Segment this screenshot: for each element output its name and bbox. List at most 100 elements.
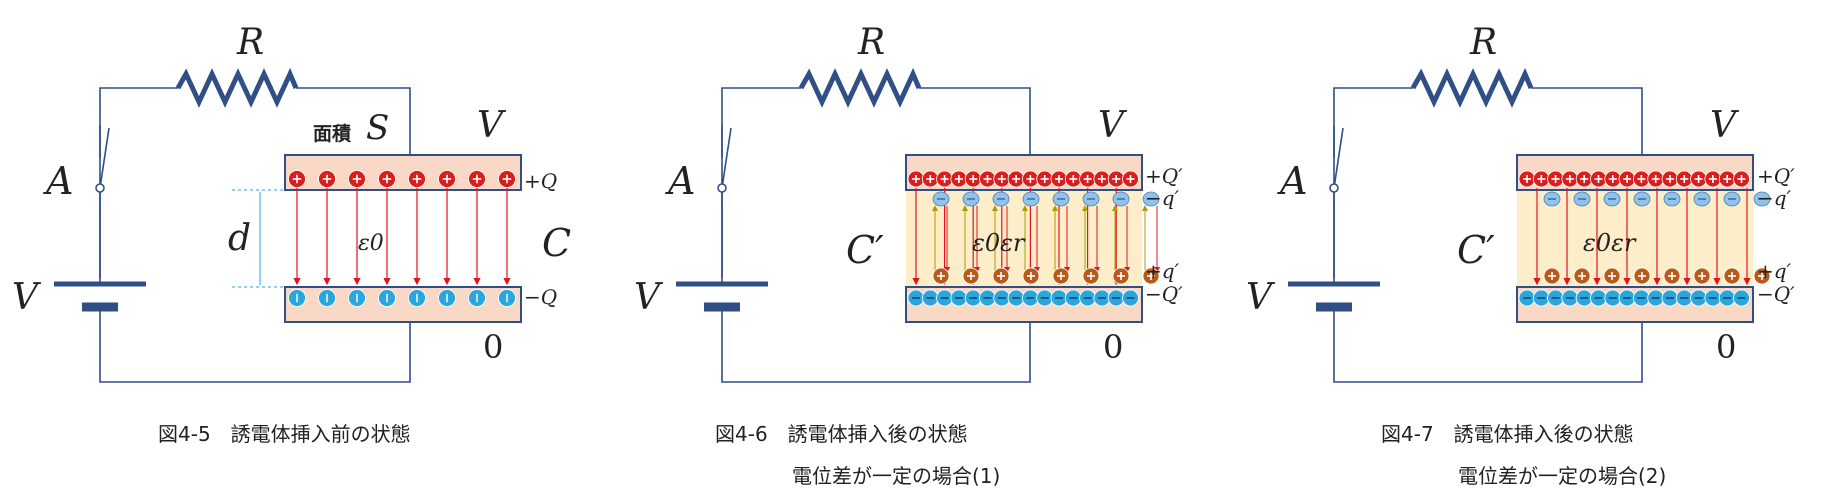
positive-charge <box>1561 170 1579 188</box>
switch-label: A <box>1277 159 1307 203</box>
negative-charge <box>1122 289 1139 307</box>
positive-charge <box>288 170 306 188</box>
positive-charge <box>1093 170 1111 188</box>
bottom-potential-label: 0 <box>1716 328 1736 366</box>
negative-charge <box>921 289 939 307</box>
positive-charge <box>1518 170 1536 188</box>
induced-positive-charge <box>1573 267 1591 285</box>
induced-positive-charge <box>1543 267 1561 285</box>
figure-4-7: R A V V +Q′ −q′ ε0εr C′ +q′ −Q′ 0 図4-7 誘… <box>1246 22 1795 488</box>
induced-positive-charge <box>992 267 1010 285</box>
negative-charge <box>1590 289 1607 307</box>
resistor <box>1410 67 1534 108</box>
switch[interactable] <box>717 127 732 218</box>
negative-charge <box>1532 289 1550 307</box>
induced-positive-charge <box>1052 267 1070 285</box>
induced-positive-charge <box>1603 267 1621 285</box>
negative-charge <box>993 289 1011 307</box>
positive-charge <box>950 170 968 188</box>
negative-charge <box>1107 289 1125 307</box>
negative-charge <box>1036 289 1054 307</box>
negative-charge <box>1718 289 1736 307</box>
positive-charge <box>498 170 516 188</box>
switch-label: A <box>665 159 695 203</box>
negative-charge <box>1561 289 1579 307</box>
negative-charge <box>1575 289 1593 307</box>
negative-charge <box>498 289 516 307</box>
caption-line-2: 電位差が一定の場合(2) <box>1458 464 1666 488</box>
capacitor <box>905 154 1160 323</box>
switch[interactable] <box>1329 127 1344 218</box>
figure-4-5: R A V 面積 S V +Q d ε0 C −Q 0 図4-5 誘電体挿入前の… <box>12 22 571 446</box>
negative-charge <box>907 289 925 307</box>
negative-charge <box>979 289 996 307</box>
battery <box>676 218 768 312</box>
top-induced-label: −q′ <box>1757 186 1792 210</box>
battery-label: V <box>1246 277 1276 318</box>
positive-charge <box>1661 170 1679 188</box>
battery-label: V <box>634 277 664 318</box>
gap-label: d <box>228 218 251 259</box>
positive-charge <box>1633 170 1650 188</box>
positive-charge <box>936 170 953 188</box>
bottom-induced-label: +q′ <box>1757 259 1792 283</box>
switch[interactable] <box>95 127 110 218</box>
negative-charge <box>1690 289 1707 307</box>
bottom-induced-label: +q′ <box>1145 259 1180 283</box>
positive-charge <box>1618 170 1636 188</box>
negative-charge <box>1733 289 1750 307</box>
bottom-potential-label: 0 <box>1103 328 1123 366</box>
positive-charge <box>1007 170 1025 188</box>
capacitor-label: C′ <box>1457 228 1495 272</box>
induced-positive-charge <box>1663 267 1681 285</box>
negative-charge <box>1633 289 1650 307</box>
negative-charge <box>964 289 982 307</box>
capacitor <box>232 154 522 323</box>
positive-charge <box>1079 170 1096 188</box>
positive-charge <box>1547 170 1564 188</box>
resistor <box>175 67 299 108</box>
battery-label: V <box>12 277 42 318</box>
negative-charge <box>1547 289 1564 307</box>
positive-charge <box>408 170 426 188</box>
positive-charge <box>1122 170 1139 188</box>
positive-charge <box>1604 170 1622 188</box>
induced-positive-charge <box>932 267 950 285</box>
battery <box>54 218 146 312</box>
capacitor <box>1516 154 1771 323</box>
positive-charge <box>1064 170 1082 188</box>
positive-charge <box>979 170 996 188</box>
induced-positive-charge <box>1753 267 1771 285</box>
area-label: 面積 <box>313 122 351 145</box>
resistor <box>798 67 922 108</box>
caption-line-2: 電位差が一定の場合(1) <box>792 464 1000 488</box>
negative-charge <box>1675 289 1693 307</box>
caption-line-1: 図4-7 誘電体挿入後の状態 <box>1381 422 1634 446</box>
capacitor-label: C <box>542 221 571 265</box>
negative-charge <box>468 289 486 307</box>
positive-charge <box>1718 170 1736 188</box>
resistor-label: R <box>236 22 264 63</box>
bottom-charge-label: −Q′ <box>1145 282 1183 306</box>
positive-charge <box>1575 170 1593 188</box>
top-potential-label: V <box>477 105 507 146</box>
negative-charge <box>1022 289 1039 307</box>
negative-charge <box>1093 289 1111 307</box>
positive-charge <box>1590 170 1607 188</box>
induced-positive-charge <box>1022 267 1040 285</box>
permittivity-label: ε0εr <box>1583 229 1637 257</box>
positive-charge <box>1733 170 1750 188</box>
area-symbol: S <box>366 108 389 148</box>
positive-charge <box>1022 170 1039 188</box>
negative-charge <box>378 289 396 307</box>
top-charge-label: +Q′ <box>1757 164 1795 188</box>
induced-positive-charge <box>1082 267 1100 285</box>
induced-positive-charge <box>1693 267 1711 285</box>
negative-charge <box>348 289 366 307</box>
positive-charge <box>1675 170 1693 188</box>
positive-charge <box>468 170 486 188</box>
induced-positive-charge <box>1723 267 1741 285</box>
positive-charge <box>378 170 396 188</box>
negative-charge <box>1518 289 1536 307</box>
